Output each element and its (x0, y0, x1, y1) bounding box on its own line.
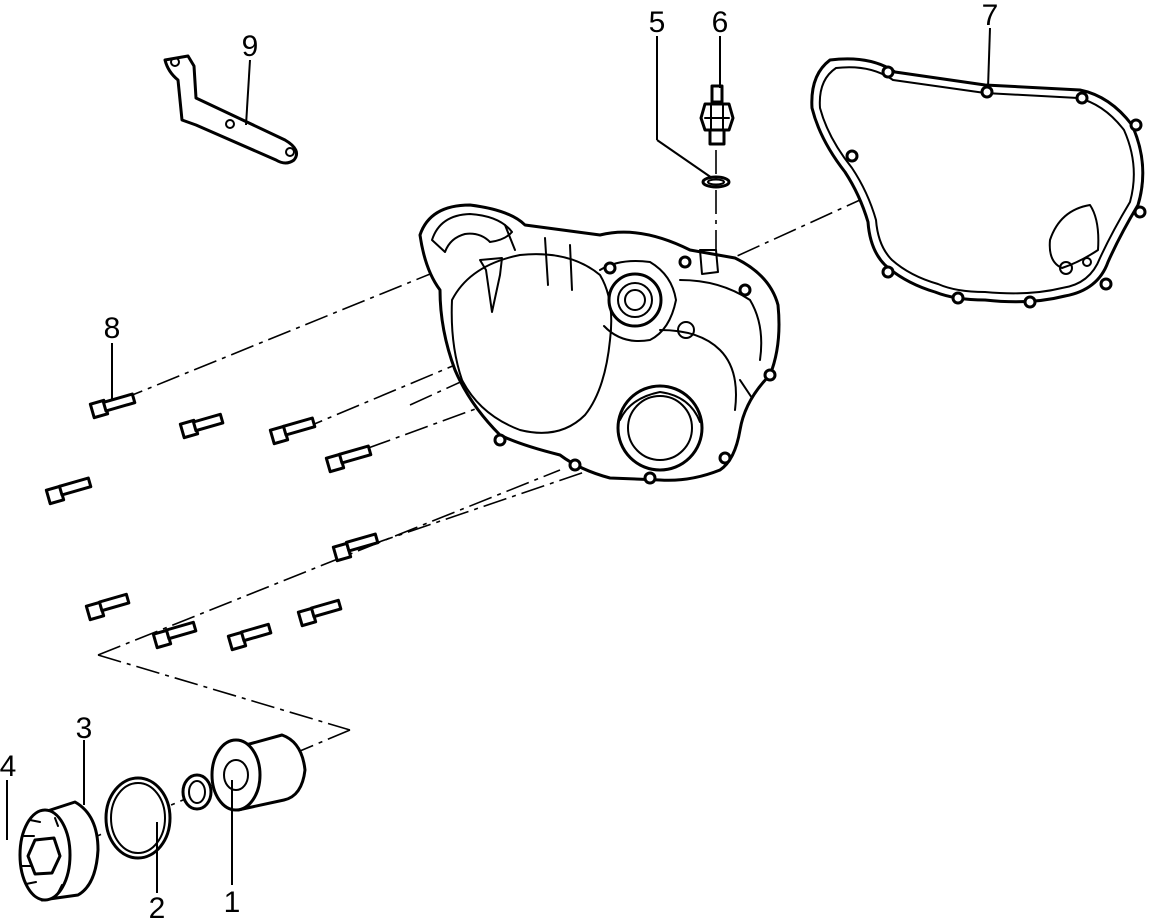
bolt (151, 620, 198, 650)
callout-4: 4 (0, 750, 16, 783)
gasket-part-7 (810, 57, 1147, 309)
side-cover-housing (418, 203, 781, 485)
bracket-part-9 (163, 54, 298, 165)
callout-1: 1 (224, 886, 241, 919)
callout-8: 8 (104, 312, 121, 345)
bolt (324, 444, 373, 474)
o-ring-part-2 (104, 776, 172, 860)
bolt (44, 476, 93, 506)
bolt (84, 592, 131, 622)
filter-element-part-1 (210, 733, 307, 812)
bolt-set-part-8 (44, 392, 380, 652)
bolt (268, 416, 317, 446)
callout-9: 9 (242, 30, 259, 63)
washer-part-5 (701, 175, 731, 189)
small-o-ring (181, 773, 213, 811)
callout-labels: 1 2 3 4 5 6 7 8 9 (0, 0, 998, 922)
leader-lines (6, 27, 991, 893)
bolt (226, 622, 273, 652)
bolt (178, 412, 225, 440)
filter-cap-part-3-4 (18, 800, 100, 902)
callout-6: 6 (712, 6, 729, 39)
bolt (88, 392, 137, 420)
callout-2: 2 (149, 892, 166, 922)
callout-7: 7 (982, 0, 999, 32)
bolt (331, 532, 380, 563)
callout-3: 3 (76, 712, 93, 745)
bolt (296, 598, 343, 628)
callout-5: 5 (649, 6, 666, 39)
plug-part-6 (699, 84, 735, 146)
